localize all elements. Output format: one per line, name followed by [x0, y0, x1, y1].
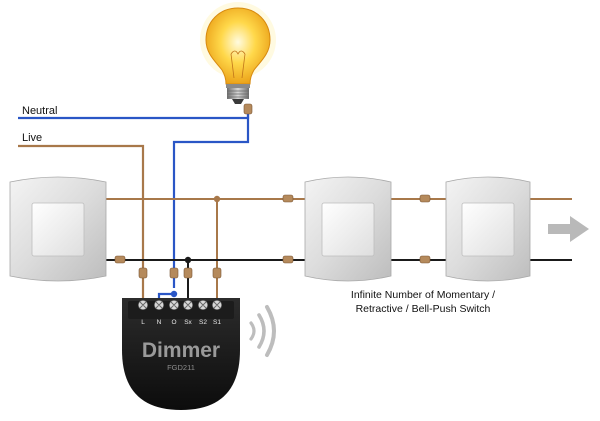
light-bulb-icon [200, 2, 276, 104]
wall-switch [445, 176, 531, 282]
junction-dot [170, 290, 178, 298]
live-label: Live [22, 132, 42, 144]
switch-caption-line-1: Infinite Number of Momentary / [351, 289, 495, 301]
arrow-right-icon [548, 216, 589, 242]
terminal-label-l: L [141, 319, 145, 326]
wall-switch [9, 176, 107, 282]
terminal-label-sx: Sx [184, 319, 192, 326]
wireless-signal-icon [249, 305, 276, 357]
switched-wire [105, 259, 572, 300]
wall-switch [304, 176, 392, 282]
terminal-label-s1: S1 [213, 319, 221, 326]
live-wire [18, 144, 145, 298]
junction-dot [213, 195, 221, 203]
terminal-screws [138, 300, 222, 310]
wire-connectors [114, 103, 431, 279]
dimmer-brand-label: Dimmer [142, 339, 220, 362]
neutral-label: Neutral [22, 105, 57, 117]
terminal-label-s2: S2 [199, 319, 207, 326]
junction-dot [184, 256, 192, 264]
terminal-label-o: O [171, 319, 176, 326]
dimmer-module: L N O Sx S2 S1 Dimmer FGD211 [122, 298, 240, 410]
switch-caption-line-2: Retractive / Bell-Push Switch [356, 303, 491, 315]
switch-live-bus [105, 198, 572, 300]
terminal-label-n: N [157, 319, 162, 326]
dimmer-model-label: FGD211 [167, 363, 195, 372]
